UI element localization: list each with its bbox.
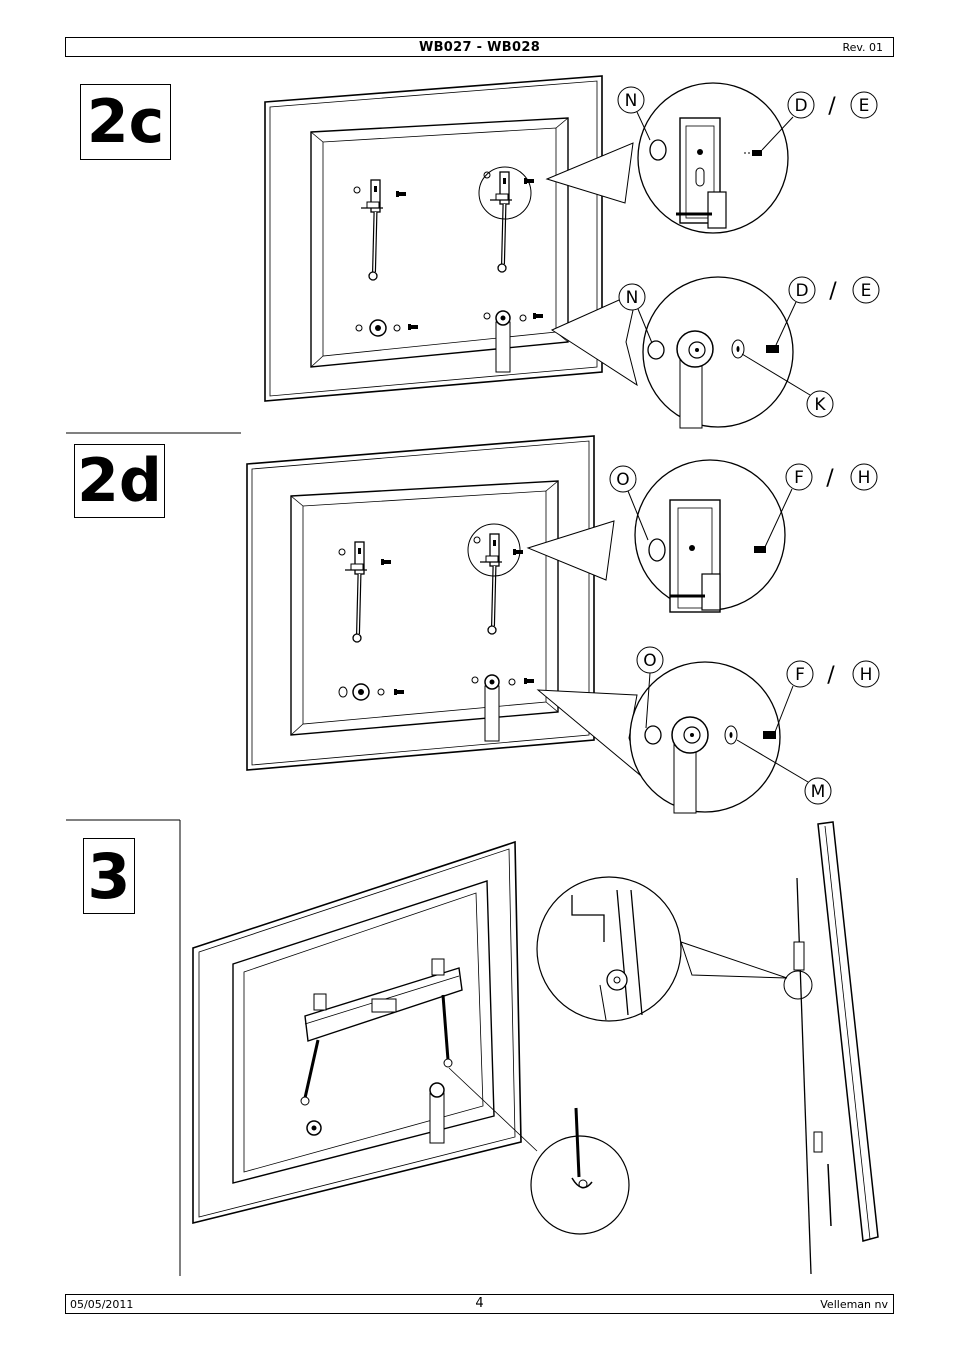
svg-text:F: F [795,665,805,685]
svg-text:/: / [828,94,836,119]
step-2c-zoom-top [637,82,789,234]
step-3-label: 3 [83,838,135,914]
step-2c-label: 2c [80,84,171,160]
step-2d-zoom-top [634,459,786,613]
step-2c-part-labels: N D / E N D / E K [617,86,880,418]
svg-text:E: E [861,281,872,301]
label-n-top: N [625,91,638,111]
svg-text:O: O [643,651,656,671]
step-3-tv-mounting [192,840,630,1235]
step-3-side-view [536,821,879,1275]
revision-label: Rev. 01 [842,41,883,54]
step-2d-tv-back [246,435,641,777]
svg-text:D: D [795,281,808,301]
svg-text:H: H [858,468,871,488]
footer-company: Velleman nv [820,1298,888,1311]
step-2c-tv-back [264,75,638,402]
page-footer: 05/05/2011 4 Velleman nv [65,1294,894,1314]
step-2d-part-labels: O F / H O F / H M [609,463,880,805]
svg-text:N: N [626,288,639,308]
svg-text:/: / [829,279,837,304]
page-number: 4 [475,1296,484,1311]
step-2d-label: 2d [74,444,165,518]
svg-text:M: M [811,782,826,802]
footer-date: 05/05/2011 [70,1298,134,1311]
svg-text:O: O [616,470,629,490]
svg-text:E: E [859,96,870,116]
svg-text:H: H [860,665,873,685]
svg-text:F: F [794,468,804,488]
step-2d-zoom-bottom [629,661,781,814]
page-header: WB027 - WB028 Rev. 01 [65,37,894,57]
svg-text:D: D [794,96,807,116]
svg-text:K: K [814,395,826,415]
document-title: WB027 - WB028 [418,40,541,55]
svg-text:/: / [826,466,834,491]
step-2c-zoom-bottom [642,276,794,429]
svg-text:/: / [827,663,835,688]
